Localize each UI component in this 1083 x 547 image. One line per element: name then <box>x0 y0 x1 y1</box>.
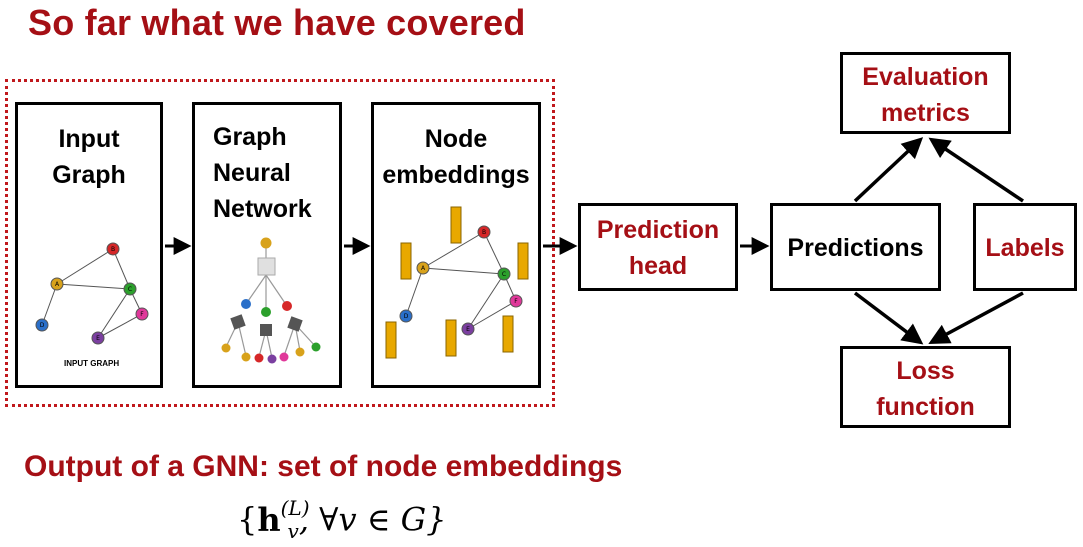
tree-aggregator-mid <box>260 324 272 336</box>
tree-aggregator-right <box>287 316 303 332</box>
labels-box: Labels <box>973 203 1077 291</box>
loss-function-box: Loss function <box>840 346 1011 428</box>
graph-node-c-text: C <box>128 286 132 293</box>
graph-node-f <box>135 307 149 321</box>
input-graph-caption: INPUT GRAPH <box>64 359 120 368</box>
embedding-vectors <box>385 206 529 359</box>
output-description: Output of a GNN: set of node embeddings <box>24 450 623 483</box>
arrow-labels-to-loss <box>928 291 1024 344</box>
embedding-bar <box>517 242 529 280</box>
input-graph-label: Input Graph <box>52 125 126 189</box>
graph-node-e <box>91 331 105 345</box>
evaluation-metrics-box: Evaluation metrics <box>840 52 1011 134</box>
tree-root-node <box>260 237 272 249</box>
evaluation-metrics-label: Evaluation metrics <box>862 63 989 127</box>
graph-node-d <box>35 318 49 332</box>
embedding-bar <box>502 315 514 353</box>
svg-text:D: D <box>404 313 409 320</box>
graph-node-e-text: E <box>96 335 100 342</box>
arrow-predictions-to-loss <box>853 291 924 345</box>
embedding-bar <box>445 319 457 357</box>
graph-node-d-text: D <box>40 322 45 329</box>
graph-node-a <box>50 277 64 291</box>
input-graph-nodes: A B C D E F <box>35 242 149 345</box>
graph-node-f-text: F <box>140 311 144 318</box>
graph-node-a-text: A <box>55 281 60 288</box>
svg-text:A: A <box>421 265 426 272</box>
slide-title: So far what we have covered <box>28 2 526 43</box>
graph-node-b <box>106 242 120 256</box>
labels-label: Labels <box>985 234 1065 262</box>
embedding-graph-edges <box>405 231 517 330</box>
predictions-label: Predictions <box>787 234 924 262</box>
embedding-graph-nodes: A B C D E F <box>399 225 523 336</box>
prediction-head-box: Prediction head <box>578 203 738 291</box>
loss-function-label: Loss function <box>876 357 975 421</box>
predictions-box: Predictions <box>770 203 941 291</box>
input-graph-box: Input Graph <box>15 102 163 388</box>
graph-node-c <box>123 282 137 296</box>
svg-text:F: F <box>514 298 518 305</box>
embedding-bar <box>450 206 462 244</box>
tree-aggregator-left <box>230 314 246 330</box>
svg-text:E: E <box>466 326 470 333</box>
arrow-labels-to-metrics <box>928 137 1024 203</box>
tree-aggregator-top <box>257 257 276 276</box>
arrow-predictions-to-metrics <box>853 137 924 203</box>
gnn-scope-dotted-border <box>5 79 555 407</box>
embedding-set-formula: {h(L)v, ∀v ∈ G} <box>237 496 447 544</box>
graph-node-b-text: B <box>111 246 115 253</box>
embedding-bar <box>385 321 397 359</box>
node-embeddings-label: Node embeddings <box>382 125 530 189</box>
prediction-head-label: Prediction head <box>596 216 720 280</box>
gnn-tree-nodes <box>221 237 321 364</box>
svg-text:C: C <box>502 271 506 278</box>
gnn-label: Graph Neural Network <box>213 123 312 223</box>
embedding-bar <box>400 242 412 280</box>
svg-text:B: B <box>482 229 486 236</box>
